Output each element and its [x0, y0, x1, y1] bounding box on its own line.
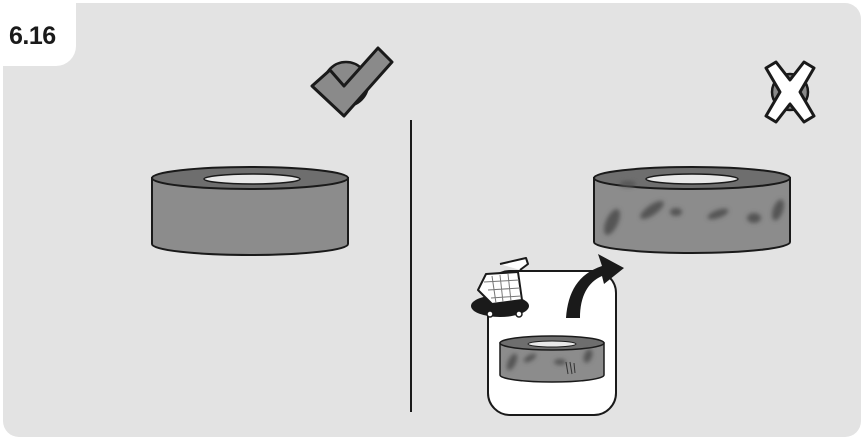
dirty-tape-roll-small	[500, 336, 604, 382]
shop-callout	[471, 254, 624, 415]
clean-tape-roll	[152, 167, 348, 255]
check-mark-icon	[312, 48, 392, 116]
cross-mark-icon	[766, 62, 814, 122]
dirty-tape-roll	[594, 167, 790, 253]
